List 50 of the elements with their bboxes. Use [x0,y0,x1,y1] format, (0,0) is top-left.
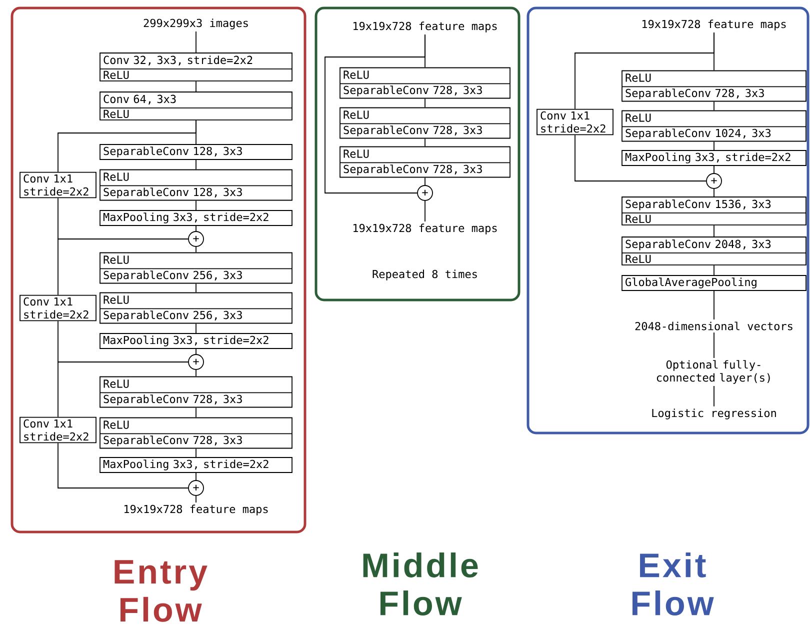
layer-box: ReLU SeparableConv 728, 3x3 [340,107,510,139]
flow-panel [10,6,306,534]
layer-box: Conv 1x1 stride=2x2 [20,294,96,322]
flow-title: Entry Flow [114,560,208,622]
layer-box: ReLU SeparableConv 728, 3x3 [340,146,510,178]
layer-box: ReLU SeparableConv 256, 3x3 [100,252,292,284]
layer-box: ReLU SeparableConv 256, 3x3 [100,292,292,324]
connector-line [424,200,426,222]
layer-box: ReLU SeparableConv 728, 3x3 [100,376,292,408]
connector-line [58,362,188,418]
connector-line [424,138,426,147]
layer-box: Conv 64, 3x3 ReLU [100,92,292,120]
note-text: Repeated 8 times [372,270,477,280]
layer-box: MaxPooling 3x3, stride=2x2 [100,457,292,473]
connector-line [58,120,196,172]
flow-panel [314,6,520,302]
connector-line [424,98,426,108]
connector-line [574,134,706,182]
flow-title: Middle Flow [363,552,478,616]
layer-box: Conv 1x1 stride=2x2 [20,172,96,198]
layer-box: MaxPooling 3x3, stride=2x2 [100,210,292,226]
connector-line [324,34,426,194]
tensor-label: 299x299x3 images [144,18,248,30]
tensor-label: Logistic regression [652,408,776,420]
flow-title: Exit Flow [632,552,714,616]
tensor-label: 2048-dimensional vectors [635,322,792,330]
tensor-label: 19x19x728 feature maps [124,504,268,516]
tensor-label: 19x19x728 feature maps [353,224,497,234]
layer-box: ReLU SeparableConv 128, 3x3 [100,169,292,201]
layer-box: MaxPooling 3x3, stride=2x2 [622,150,806,166]
layer-box: SeparableConv 128, 3x3 [100,144,292,160]
layer-box: GlobalAveragePooling [622,275,806,291]
tensor-label: 19x19x728 feature maps [353,22,497,32]
layer-box: Conv 1x1 stride=2x2 [536,108,614,136]
layer-box: Conv 32, 3x3, stride=2x2 ReLU [100,52,292,82]
layer-box: MaxPooling 3x3, stride=2x2 [100,333,292,349]
connector-line [574,32,714,110]
connector-line [58,442,188,488]
layer-box: ReLU SeparableConv 728, 3x3 [100,417,292,449]
layer-box: ReLU SeparableConv 1024, 3x3 [622,110,806,142]
layer-box: SeparableConv 2048, 3x3 ReLU [622,236,806,266]
connector-line [58,238,188,296]
layer-box: ReLU SeparableConv 728, 3x3 [622,70,806,102]
flow-panel [526,6,810,434]
tensor-label: 19x19x728 feature maps [642,20,786,30]
layer-box: Conv 1x1 stride=2x2 [20,416,96,444]
layer-box: SeparableConv 1536, 3x3 ReLU [622,196,806,226]
layer-box: ReLU SeparableConv 728, 3x3 [340,67,510,99]
connector-line [424,177,426,186]
tensor-label: Optional fully-connected layer(s) [656,360,770,384]
